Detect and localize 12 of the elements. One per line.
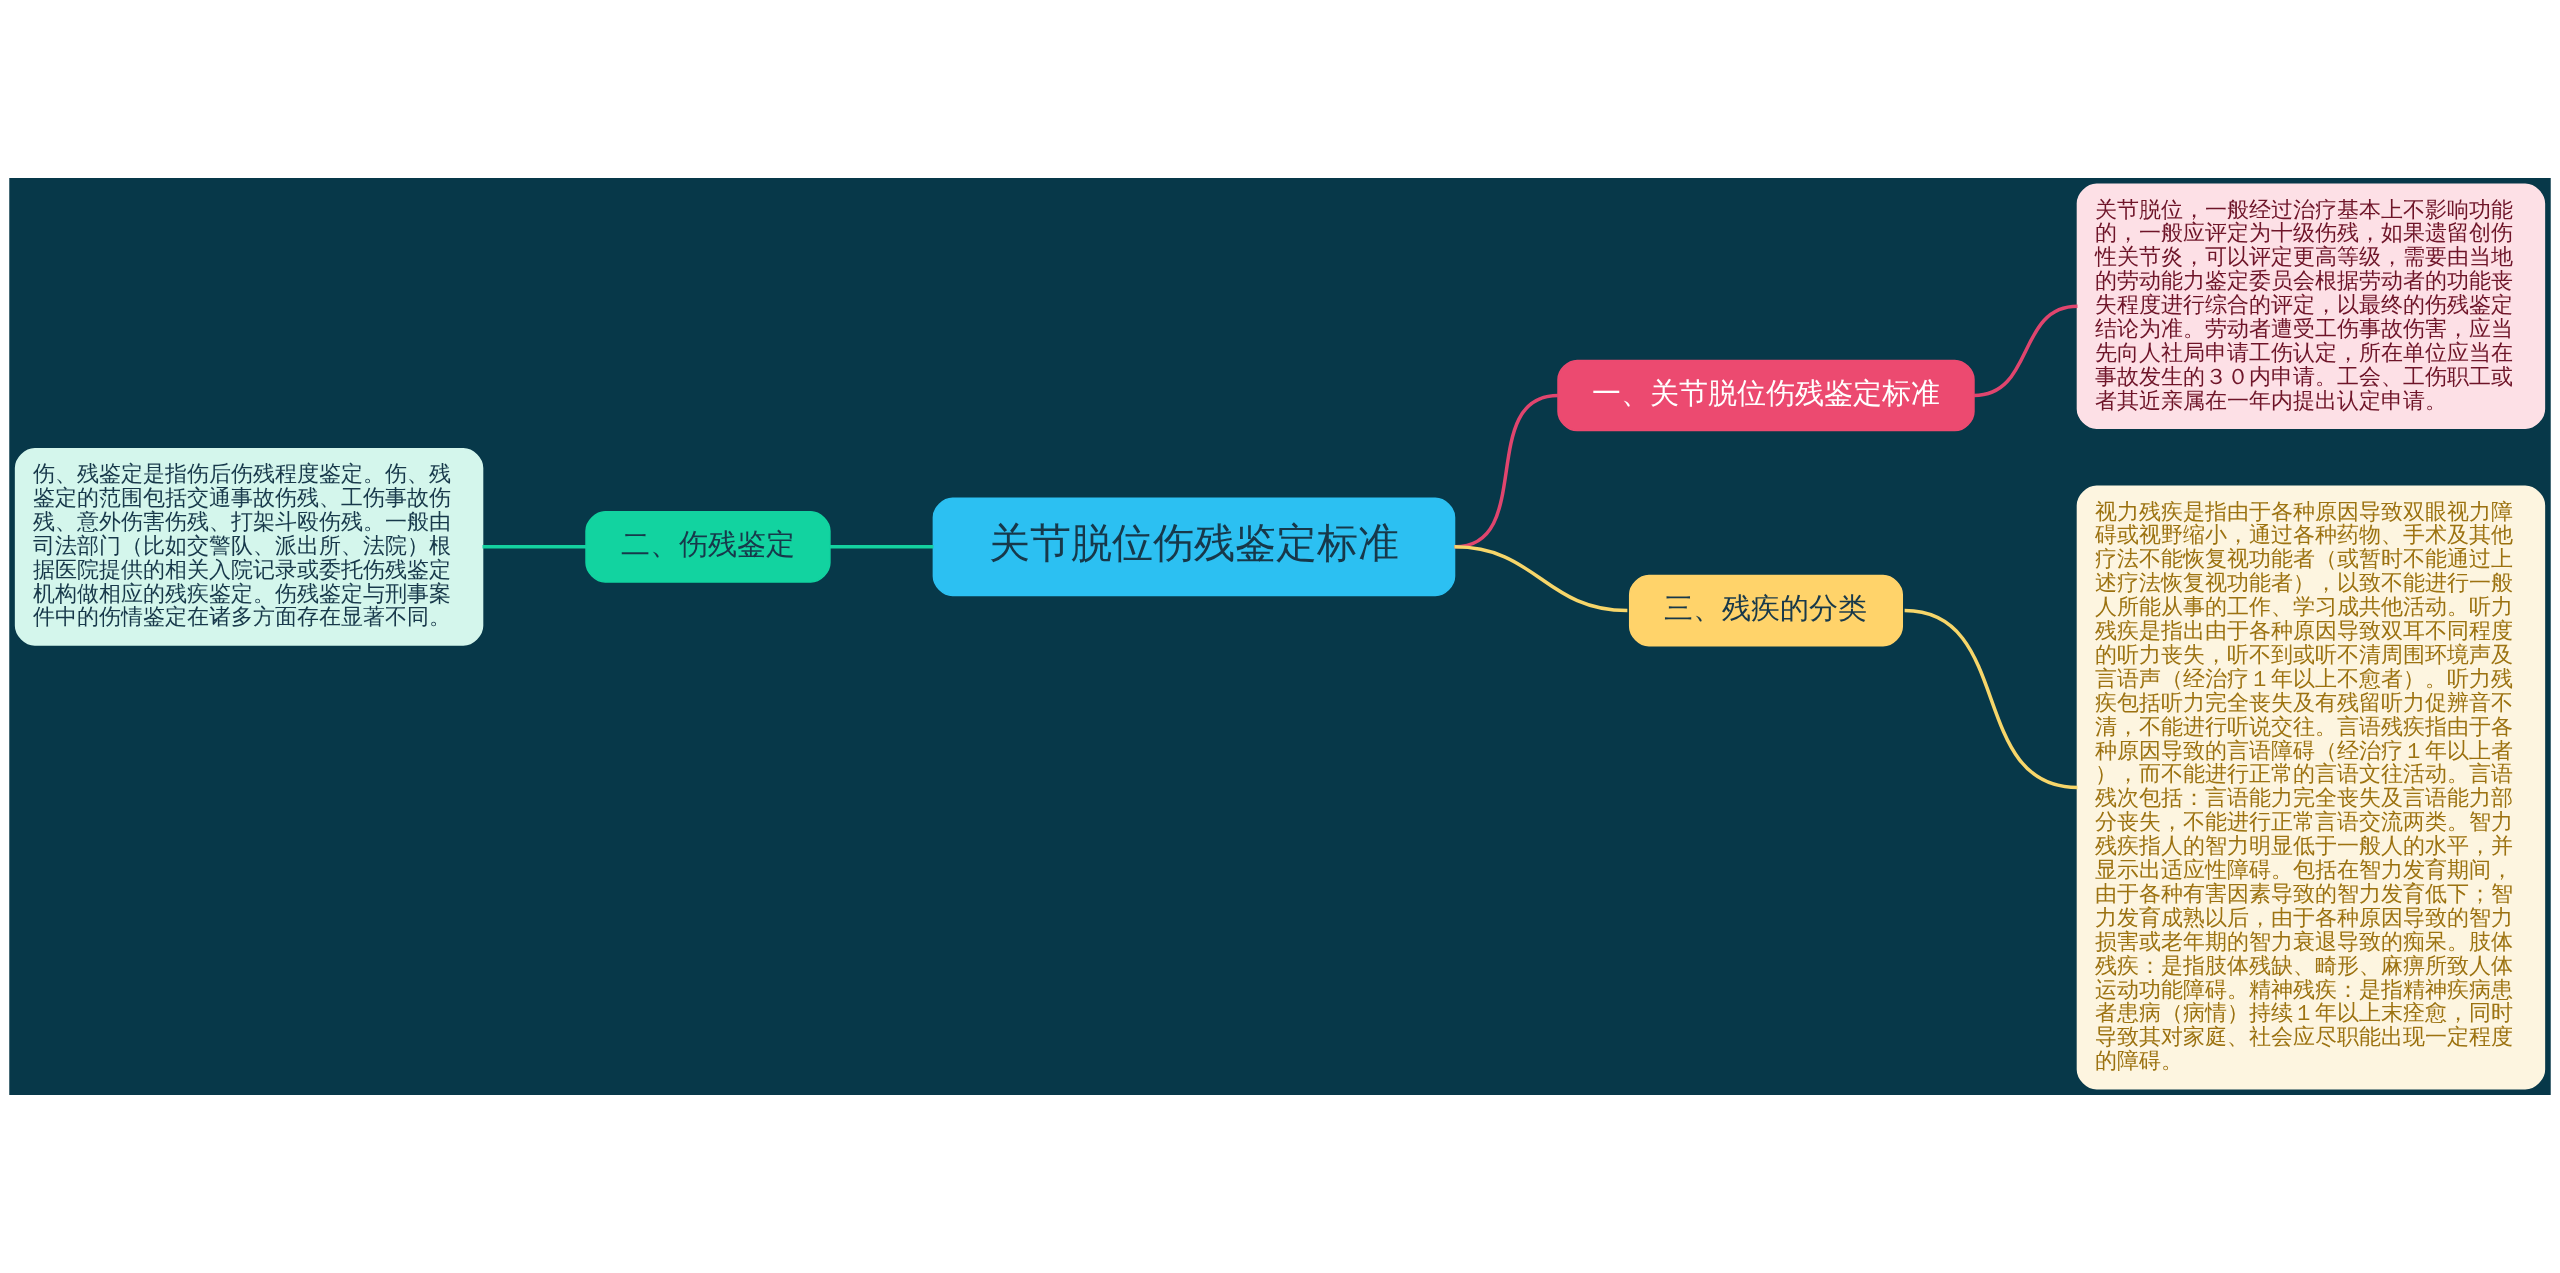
node-box: 视力残疾是指由于各种原因导致双眼视力障碍或视野缩小，通过各种药物、手术及其他疗法不能恢复视功能者（或暂时不能通过上述疗法恢复视功能者），以致不能进行一般人所能从事的工作、学习成共他活动。听力残疾是指出由于各种原因导致双耳不同程度的听力丧失，听不到或听不清周围环境声及言语声（经治疗１年以上不愈者）。听力残疾包括听力完全丧失及有残留听力促辨音不清，不能进行听说交往。言语残疾指由于各种原因导致的言语障碍（经治疗１年以上者），而不能进行正常的言语文往活动。言语残次包括：言语能力完全丧失及言语能力部分丧失，不能进行正常言语交流两类。智力残疾指人的智力明显低于一般人的水平，并显示出适应性障碍。包括在智力发育期间，由于各种有害因素导致的智力发育低下；智力发育成熟以后，由于各种原因导致的智力损害或老年期的智力衰退导致的痴呆。肢体残疾：是指肢体残缺、畸形、麻痹所致人体运动功能障碍。精神残疾：是指精神疾病患者患病（病情）持续１年以上末痊愈，同时导致其对家庭、社会应尽职能出现一定程度的障碍。 <box>2076 485 2546 1090</box>
connector <box>482 545 587 549</box>
node-box: 关节脱位，一般经过治疗基本上不影响功能的，一般应评定为十级伤残，如果遗留创伤性关节炎，可以评定更高等级，需要由当地的劳动能力鉴定委员会根据劳动者的功能丧失程度进行综合的评定，以最终的伤残鉴定结论为准。劳动者遭受工伤事故伤害，应当先向人社局申请工伤认定，所在单位应当在事故发生的３０内申请。工会、工伤职工或者其近亲属在一年内提出认定申请。 <box>2076 183 2546 429</box>
node-box: 一、关节脱位伤残鉴定标准 <box>1557 359 1975 432</box>
node-box: 伤、残鉴定是指伤后伤残程度鉴定。伤、残鉴定的范围包括交通事故伤残、工伤事故伤残、意外伤害伤残、打架斗殴伤残。一般由司法部门（比如交警队、派出所、法院）根据医院提供的相关入院记录或委托伤残鉴定机构做相应的残疾鉴定。伤残鉴定与刑事案件中的伤情鉴定在诸多方面存在显著不同。 <box>14 448 484 646</box>
node-box: 三、残疾的分类 <box>1628 574 1903 647</box>
connector <box>1973 304 2078 398</box>
node-box: 关节脱位伤残鉴定标准 <box>932 497 1456 597</box>
connector <box>1454 545 1628 613</box>
connector <box>829 545 934 549</box>
connector <box>1904 608 2078 790</box>
node-box: 二、伤残鉴定 <box>585 511 831 583</box>
